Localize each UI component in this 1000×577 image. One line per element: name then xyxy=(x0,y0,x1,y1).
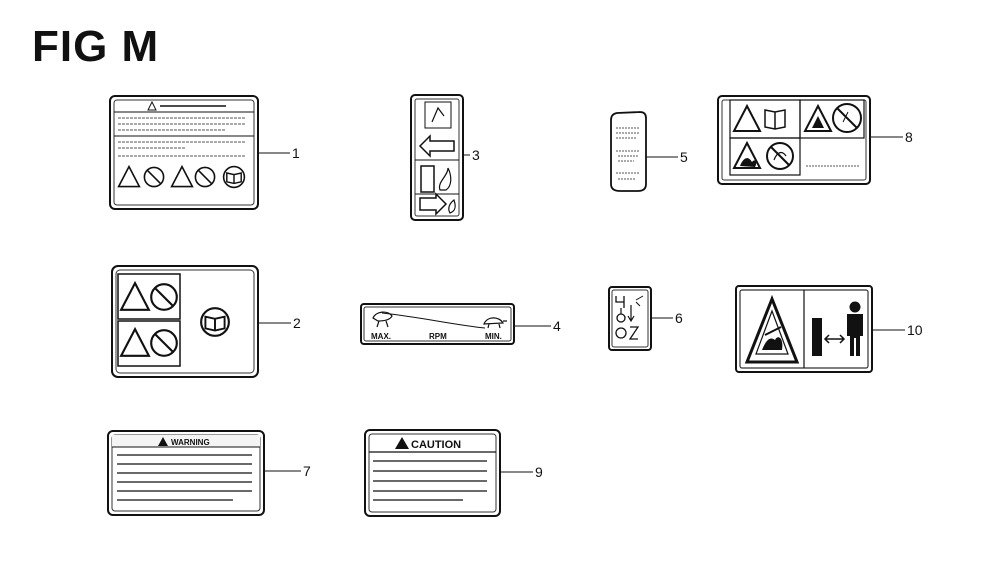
label4-max-text: MAX. xyxy=(371,332,391,341)
label-10 xyxy=(735,285,873,373)
label9-header: CAUTION xyxy=(411,439,461,451)
label-9: CAUTION xyxy=(364,429,501,517)
person-icon xyxy=(847,301,863,356)
arrow-right-icon xyxy=(419,192,448,216)
label4-min-text: MIN. xyxy=(485,332,502,341)
turtle-slow-icon xyxy=(483,317,507,329)
callout-5: 5 xyxy=(680,149,688,165)
warning-triangle-icon xyxy=(158,437,168,446)
label-4: MAX. RPM MIN. xyxy=(360,303,515,345)
warning-triangle-icon xyxy=(395,437,409,449)
distance-arrow-icon xyxy=(823,334,846,344)
arrow-down-icon xyxy=(627,305,635,323)
label-2 xyxy=(111,265,259,378)
manual-book-icon xyxy=(764,109,786,130)
callout-3: 3 xyxy=(472,147,480,163)
fuel-can-icon xyxy=(420,165,435,193)
figure-title: FIG M xyxy=(32,22,160,71)
callout-2: 2 xyxy=(293,315,301,331)
callout-9: 9 xyxy=(535,464,543,480)
label-3 xyxy=(410,94,464,221)
warning-triangle-icon xyxy=(147,100,157,111)
callout-7: 7 xyxy=(303,463,311,479)
label-6 xyxy=(608,286,652,351)
arrow-left-icon xyxy=(418,134,455,158)
label-8 xyxy=(717,95,871,185)
label-1 xyxy=(109,95,259,210)
label-7: WARNING xyxy=(107,430,265,516)
label7-header: WARNING xyxy=(171,438,210,447)
callout-10: 10 xyxy=(907,322,923,338)
label-5 xyxy=(610,111,647,192)
callout-6: 6 xyxy=(675,310,683,326)
barrier-icon xyxy=(812,318,822,356)
prohibition-circle-icon xyxy=(766,142,794,170)
callout-8: 8 xyxy=(905,129,913,145)
callout-4: 4 xyxy=(553,318,561,334)
rabbit-fast-icon xyxy=(372,311,393,328)
label4-rpm-text: RPM xyxy=(429,332,447,341)
prohibition-circle-icon xyxy=(832,103,862,133)
callout-1: 1 xyxy=(292,145,300,161)
